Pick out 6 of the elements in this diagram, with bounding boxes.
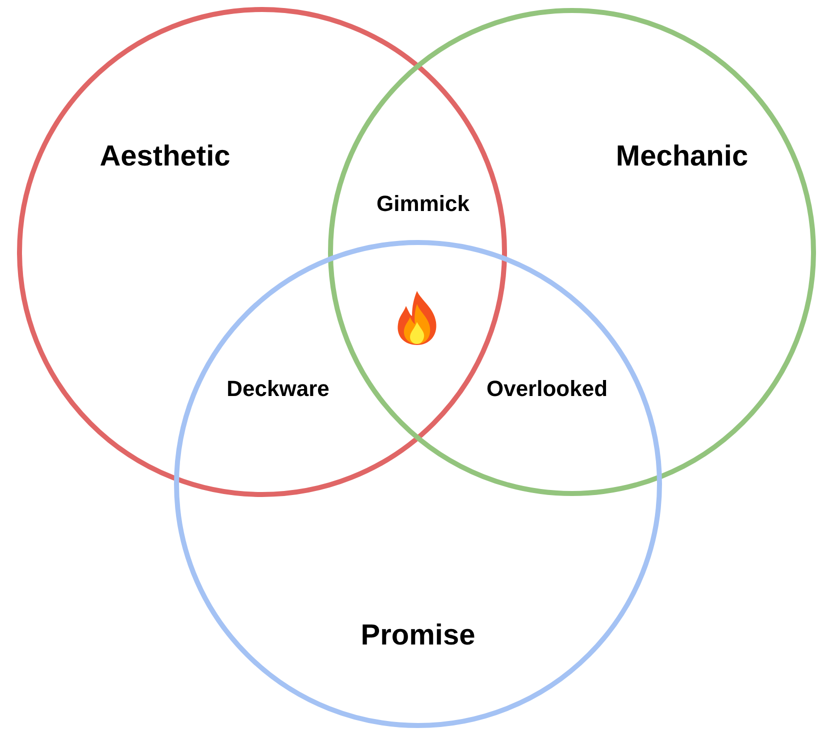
circle-title: Aesthetic [100,140,230,174]
circle-title: Promise [360,620,476,652]
overlap-label: Overlooked [486,376,608,402]
overlap-label: Deckware [226,376,330,402]
overlap-label: Gimmick [376,191,470,217]
circle-title: Mechanic [616,140,748,174]
